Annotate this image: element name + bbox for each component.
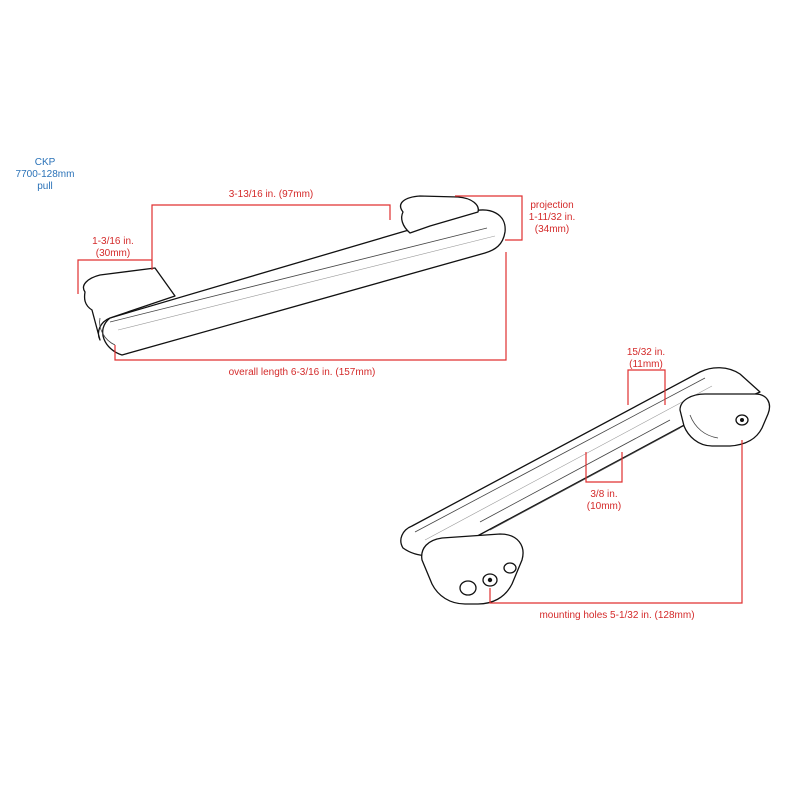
center-span-label: 3-13/16 in. (97mm) xyxy=(229,189,313,200)
leg-height-dim-line xyxy=(77,259,152,294)
pull-bar-edge-line xyxy=(109,227,488,323)
perspective-bar-underside-2 xyxy=(489,427,681,531)
bar-thickness-label-line1: 3/8 in. xyxy=(590,489,617,500)
product-title-line3: pull xyxy=(37,181,53,192)
product-title-line2: 7700-128mm xyxy=(16,169,75,180)
overall-length-label: overall length 6-3/16 in. (157mm) xyxy=(229,367,376,378)
leg-height-label-line1: 1-3/16 in. xyxy=(92,236,134,247)
overall-length-dim-line xyxy=(114,252,507,361)
projection-label-line1: projection xyxy=(530,200,573,211)
projection-label-line2: 1-11/32 in. xyxy=(529,212,576,223)
perspective-right-foot xyxy=(679,393,771,447)
projection-dim-line xyxy=(455,195,523,241)
perspective-left-foot xyxy=(421,533,524,605)
perspective-bar-top-edge xyxy=(414,377,706,533)
pull-bar-shade-line xyxy=(117,235,496,331)
bar-width-label-line2: (11mm) xyxy=(629,359,663,370)
center-span-dim-line xyxy=(151,204,391,270)
mounting-holes-dim-line xyxy=(489,440,743,604)
right-foot-curve xyxy=(689,414,719,439)
product-title: CKP 7700-128mm pull xyxy=(16,157,75,192)
leg-height-label-line2: (30mm) xyxy=(96,248,130,259)
bar-thickness-label-line2: (10mm) xyxy=(587,501,621,512)
perspective-view-dimensions: 15/32 in. (11mm) 3/8 in. (10mm) mounting… xyxy=(489,347,743,621)
pull-perspective-view xyxy=(400,367,771,605)
product-title-line1: CKP xyxy=(35,157,56,168)
projection-label-line3: (34mm) xyxy=(535,224,569,235)
pull-bar-body xyxy=(102,209,506,356)
pull-left-curve xyxy=(99,317,116,346)
left-foot-hole-1 xyxy=(459,580,477,596)
right-foot-screw xyxy=(740,418,744,422)
bar-width-dim-line xyxy=(627,369,666,405)
mounting-holes-label: mounting holes 5-1/32 in. (128mm) xyxy=(539,610,694,621)
perspective-bar-underside xyxy=(479,419,671,523)
left-foot-screw xyxy=(487,577,493,583)
left-foot-hole-3 xyxy=(503,562,517,574)
perspective-bar-shade xyxy=(424,385,713,541)
bar-thickness-dim-line xyxy=(585,452,623,483)
side-view-dimensions: 3-13/16 in. (97mm) 1-3/16 in. (30mm) pro… xyxy=(77,189,576,378)
bar-width-label-line1: 15/32 in. xyxy=(627,347,665,358)
pull-left-foot xyxy=(82,267,176,341)
pull-side-view xyxy=(82,195,506,356)
pull-right-foot xyxy=(399,195,479,234)
